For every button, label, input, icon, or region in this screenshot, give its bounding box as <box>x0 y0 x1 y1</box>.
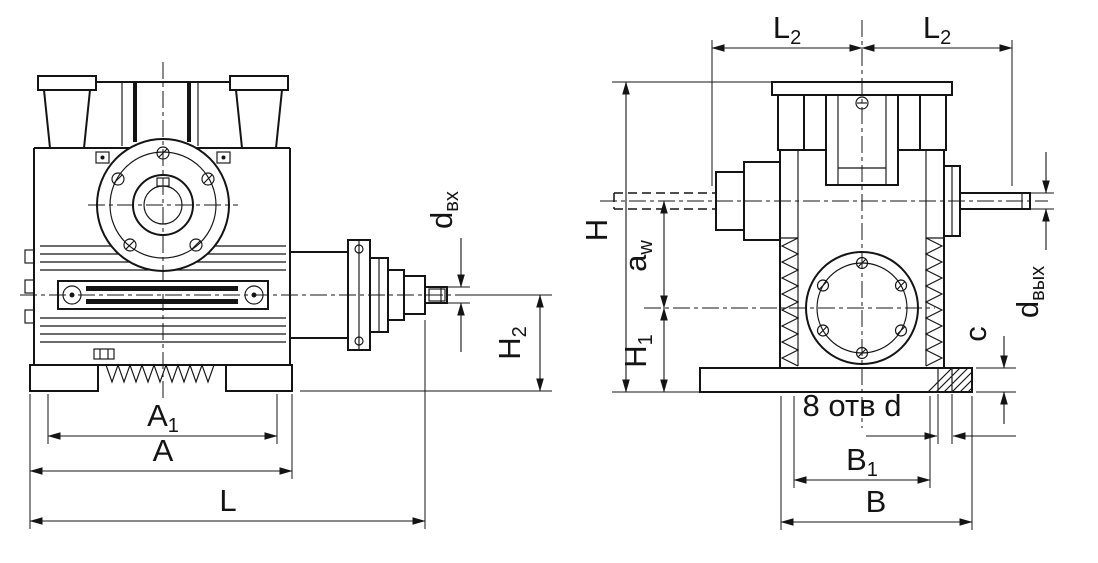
dim-d-out: dвых <box>1010 152 1054 318</box>
dim-L2-right: L2 <box>861 10 1013 186</box>
dim-label-B: B <box>866 484 887 519</box>
dim-A: A <box>29 394 293 529</box>
dim-label-H: H <box>579 219 614 241</box>
dim-L: L <box>29 320 426 529</box>
dim-label-d-out: dвых <box>1010 266 1049 318</box>
dim-label-A1: A1 <box>147 398 179 437</box>
dim-label-c: c <box>958 326 993 342</box>
dim-label-A: A <box>153 433 174 468</box>
dim-label-aw: aw <box>618 240 657 272</box>
dim-label-H1: H1 <box>618 334 657 368</box>
dim-d-in: dвх <box>424 191 470 352</box>
dim-H: H <box>579 81 774 393</box>
dim-aw: aw <box>618 200 668 309</box>
left-view-centerlines <box>20 62 470 402</box>
left-view: dвх H2 A1 A L <box>20 62 552 529</box>
dim-L2-left: L2 <box>711 10 863 186</box>
dim-label-B1: B1 <box>846 442 878 481</box>
note-8-holes: 8 отв d <box>803 388 1016 444</box>
flange-bolts <box>111 146 215 252</box>
base-section-hatch <box>927 367 973 393</box>
dim-label-d-in: dвх <box>424 191 463 229</box>
right-view: L2 L2 H aw H1 c <box>579 10 1054 530</box>
dim-H2: H2 <box>300 294 552 392</box>
dim-c: c <box>958 326 1016 424</box>
dim-label-H2: H2 <box>492 326 531 360</box>
dim-A1: A1 <box>47 394 278 444</box>
holes-note-label: 8 отв d <box>803 388 902 423</box>
right-view-centerlines <box>600 20 1048 428</box>
dim-B: B <box>780 396 973 530</box>
dim-B1: B1 <box>793 396 931 488</box>
dim-label-L2-right: L2 <box>923 10 951 49</box>
dim-label-L2-left: L2 <box>773 10 801 49</box>
dim-H1: H1 <box>618 307 668 393</box>
dim-label-L: L <box>219 483 236 518</box>
